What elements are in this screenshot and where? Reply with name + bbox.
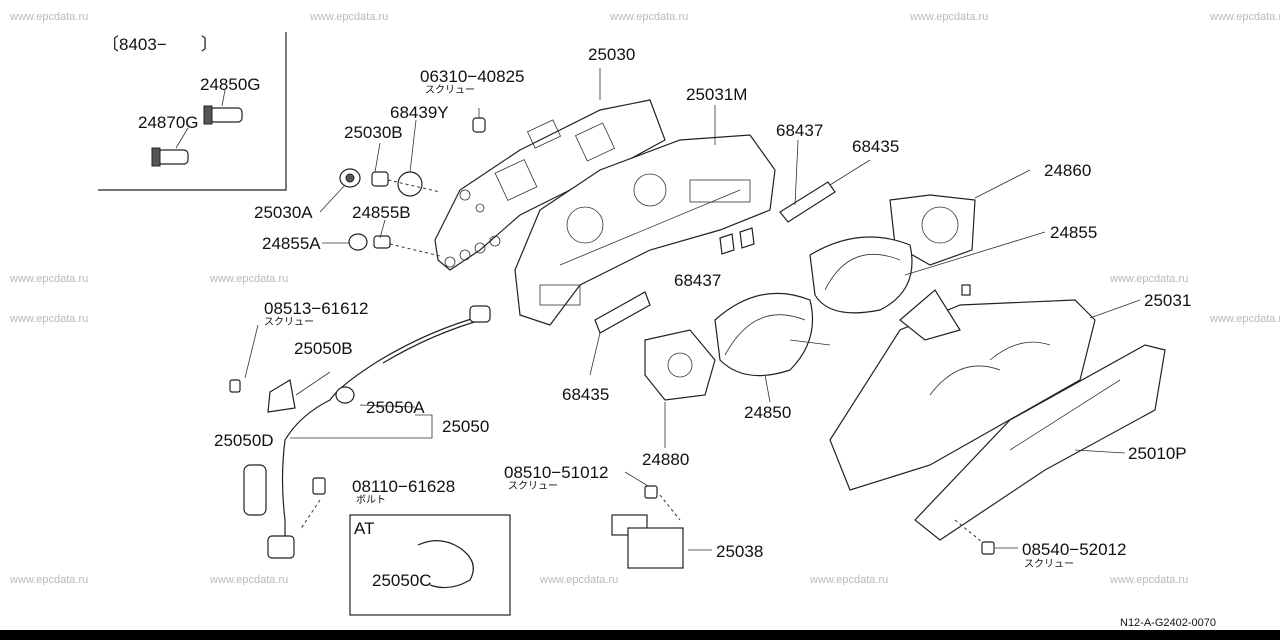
label-25031m: 25031M [686,85,748,104]
label-24855: 24855 [1050,223,1098,242]
watermark: www.epcdata.ru [10,574,89,586]
label-24850: 24850 [744,403,792,422]
case-25031m [514,134,776,326]
cable-25050 [267,305,491,559]
screw-08540 [981,541,995,555]
holder-25050d [243,464,267,516]
lens-25010p [914,344,1166,541]
label-25031: 25031 [1144,291,1192,310]
label-24860: 24860 [1044,161,1092,180]
label-08513-sub: スクリュー [264,317,314,328]
watermark: www.epcdata.ru [10,273,89,285]
watermark: www.epcdata.ru [210,574,289,586]
tachometer-24855 [809,236,913,314]
label-08540: 08540−52012 [1022,540,1127,559]
label-24855b: 24855B [352,203,411,222]
panel-25030 [434,99,666,271]
label-25050b: 25050B [294,339,353,358]
speedometer-24850 [714,292,831,377]
label-25038: 25038 [716,542,764,561]
label-25050: 25050 [442,417,490,436]
inset-date-range: 〔8403− 〕 [102,35,218,54]
watermark: www.epcdata.ru [910,11,989,23]
screw-06310 [472,108,486,133]
watermark: www.epcdata.ru [310,11,389,23]
bracket-25050c [417,540,474,589]
watermark: www.epcdata.ru [810,574,889,586]
plate-68435-mid [594,291,651,334]
watermark: www.epcdata.ru [1110,574,1189,586]
label-24855a: 24855A [262,234,321,253]
label-25050c: 25050C [372,571,432,590]
label-25030a: 25030A [254,203,313,222]
label-08110-sub: ボルト [356,495,386,506]
screw-24855 [961,284,971,296]
label-68439y: 68439Y [390,103,449,122]
screw-08510 [644,485,658,499]
bolt-08110 [312,477,326,495]
label-25030b: 25030B [344,123,403,142]
label-68435-top: 68435 [852,137,900,156]
watermark: www.epcdata.ru [210,273,289,285]
clip-25050b [267,379,296,413]
label-25030: 25030 [588,45,636,64]
socket-24855a [348,233,391,251]
document-code: N12-A-G2402-0070 [1120,617,1217,629]
lens-68439y [397,171,423,197]
gauge-24880 [644,329,716,401]
plate-68437-top [779,181,836,223]
label-25010p: 25010P [1128,444,1187,463]
label-06310: 06310−40825 [420,67,525,86]
watermark: www.epcdata.ru [1210,313,1280,325]
label-24870g: 24870G [138,113,199,132]
cable-fitting-top [469,305,491,323]
bulb-24850g [203,105,243,125]
label-08513: 08513−61612 [264,299,369,318]
label-68435-mid: 68435 [562,385,610,404]
label-08540-sub: スクリュー [1024,559,1074,570]
label-25050a: 25050A [366,398,425,417]
grommet-25050a [335,386,355,404]
unit-25038 [611,514,684,569]
watermark: www.epcdata.ru [10,11,89,23]
inset-frame [98,32,287,191]
bulb-25030b [371,171,389,187]
label-24880: 24880 [642,450,690,469]
bracket-25031 [899,289,961,341]
watermark: www.epcdata.ru [1110,273,1189,285]
socket-25030a [339,168,361,188]
cable-fitting-bottom [267,535,295,559]
screw-08513 [229,324,259,393]
bulb-24870g [151,147,189,167]
label-25050d: 25050D [214,431,274,450]
housing-25031 [829,289,1096,491]
bulb-24855b [373,235,391,249]
at-frame [349,514,511,616]
label-08110: 08110−61628 [352,477,456,496]
watermark: www.epcdata.ru [540,574,619,586]
label-08510-sub: スクリュー [508,481,558,492]
label-68437-mid: 68437 [674,271,722,290]
label-68437-top: 68437 [776,121,824,140]
label-24850g: 24850G [200,75,261,94]
at-box-title: AT [354,519,375,538]
watermark: www.epcdata.ru [10,313,89,325]
label-06310-sub: スクリュー [425,85,475,96]
watermark: www.epcdata.ru [610,11,689,23]
label-08510: 08510−51012 [504,463,609,482]
watermark: www.epcdata.ru [1210,11,1280,23]
plate-68437-mid [719,233,735,255]
bottom-bar [0,630,1280,640]
